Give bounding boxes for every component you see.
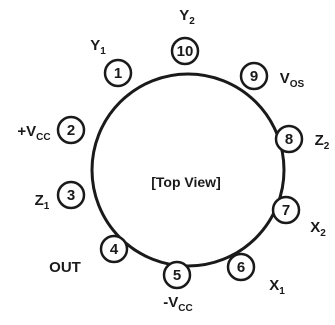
pin-circle [239, 61, 269, 91]
pin-label-subscript: 1 [100, 46, 106, 57]
pin-label-main: Y [90, 37, 100, 54]
pin-circle [103, 58, 133, 88]
pin-6: 6X1 [226, 252, 285, 297]
pin-label: Z2 [315, 132, 330, 152]
pin-label: Y2 [179, 7, 195, 27]
pin-circle [274, 124, 304, 154]
pin-number: 9 [250, 68, 258, 85]
pin-label-main: +V [17, 123, 36, 140]
pin-7: 7X2 [271, 195, 326, 239]
pin-label: Y1 [90, 37, 106, 57]
pin-label-main: X [310, 219, 320, 236]
pin-number: 5 [173, 267, 181, 284]
pin-circle [271, 195, 301, 225]
pin-8: 8 Z2 [274, 124, 330, 154]
pin-label-subscript: OS [290, 79, 305, 90]
pin-label-subscript: CC [36, 132, 50, 143]
pin-2: 2 +VCC [17, 115, 86, 145]
pin-label-main: -V [163, 294, 178, 311]
pin-number: 2 [67, 122, 75, 139]
pin-label-subscript: 1 [279, 286, 285, 297]
pin-number: 3 [67, 187, 75, 204]
pin-label-subscript: 2 [320, 228, 326, 239]
pin-1: 1Y1 [90, 37, 133, 88]
pin-label-subscript: 2 [189, 16, 195, 27]
pin-circle [226, 252, 256, 282]
pin-number: 6 [237, 259, 245, 276]
pin-label: X1 [269, 277, 285, 297]
pin-label-main: Z [35, 192, 44, 209]
pin-label: +VCC [17, 123, 50, 143]
pin-label-main: Y [179, 7, 189, 24]
pin-label: X2 [310, 219, 326, 239]
pin-circle [56, 115, 86, 145]
pin-3: 3 Z1 [35, 180, 86, 212]
pin-5: 5 -VCC [162, 260, 193, 314]
pin-label-subscript: 2 [324, 141, 330, 152]
center-label: [Top View] [151, 174, 220, 190]
pin-label: VOS [280, 70, 305, 90]
pin-label-main: Z [315, 132, 324, 149]
pin-label-subscript: CC [178, 303, 192, 314]
pin-label: OUT [49, 259, 81, 276]
pin-circle [56, 180, 86, 210]
pin-circle [170, 36, 200, 66]
pin-circle [99, 234, 129, 264]
pin-label-main: OUT [49, 259, 81, 276]
pin-10: 10 Y2 [170, 7, 200, 66]
pin-circle [162, 260, 192, 290]
pin-label-main: X [269, 277, 279, 294]
pin-number: 1 [114, 65, 122, 82]
pin-number: 7 [282, 202, 290, 219]
pin-label-subscript: 1 [44, 201, 50, 212]
pin-number: 8 [285, 131, 293, 148]
pin-label: Z1 [35, 192, 50, 212]
pin-label-main: V [280, 70, 290, 87]
pin-label: -VCC [163, 294, 192, 314]
pin-number: 4 [110, 241, 119, 258]
pin-9: 9 VOS [239, 61, 305, 91]
pin-number: 10 [177, 43, 194, 60]
